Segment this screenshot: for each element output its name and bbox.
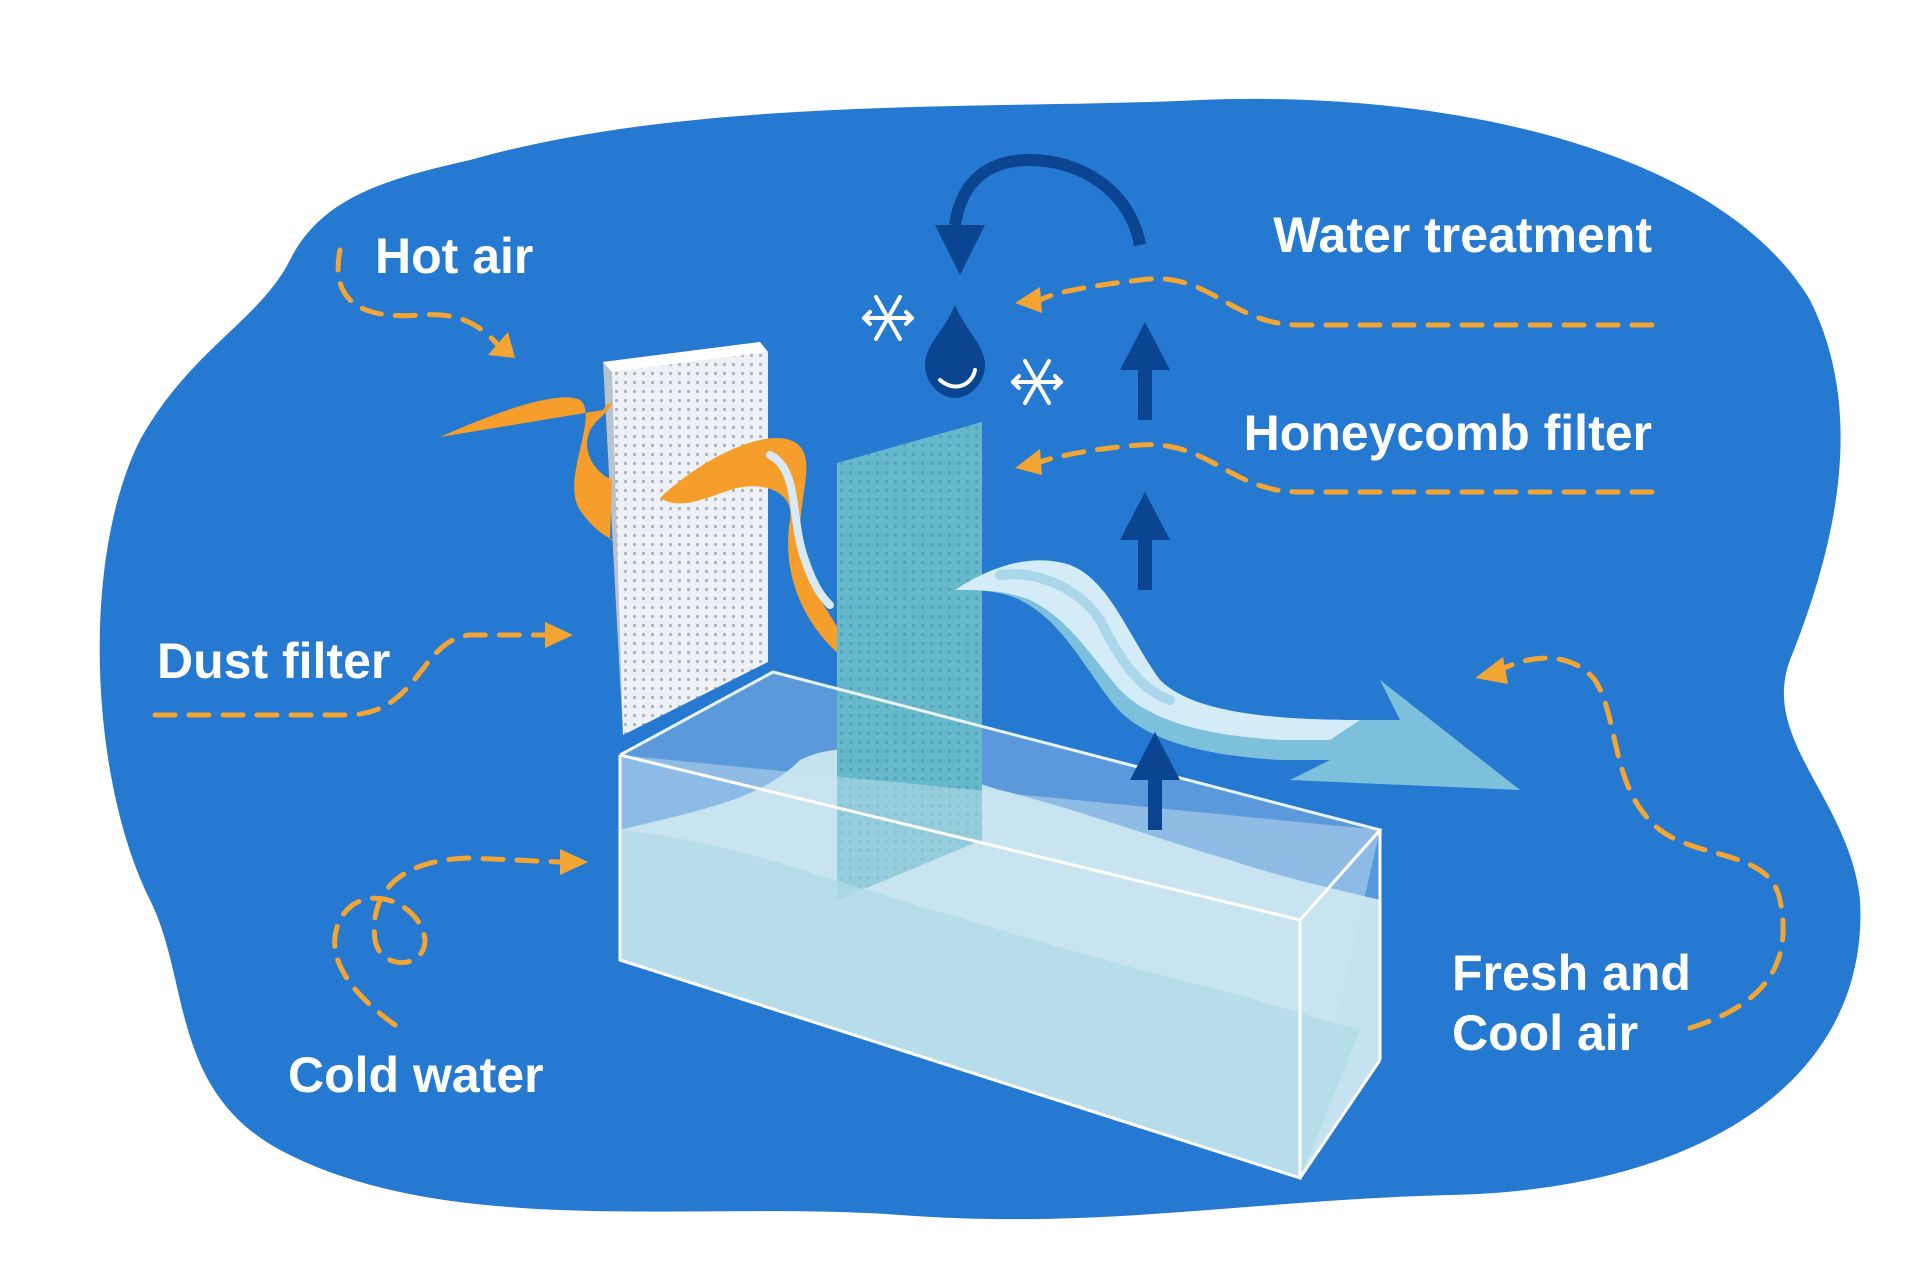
honeycomb-filter-panel (837, 422, 982, 900)
leader-cold-water (332, 849, 588, 1028)
label-dust-filter: Dust filter (157, 633, 390, 689)
dust-filter-panel (603, 342, 768, 735)
leader-dust-filter (152, 622, 573, 718)
arrow-up-icon (1130, 732, 1180, 830)
leader-water-treatment (1015, 276, 1655, 328)
label-honeycomb-filter: Honeycomb filter (1244, 405, 1652, 461)
label-fresh-cool-line1: Fresh and (1452, 945, 1691, 1001)
curved-arrow-icon (935, 153, 1146, 275)
label-cold-water: Cold water (288, 1047, 544, 1103)
water-tank-front (618, 670, 1383, 1181)
leader-honeycomb-filter (1015, 442, 1655, 495)
leader-hot-air (335, 247, 515, 358)
water-drop-icon (925, 305, 985, 398)
arrow-up-icon (1120, 322, 1170, 420)
label-hot-air: Hot air (375, 228, 533, 284)
leader-fresh-cool-air (1475, 655, 1786, 1031)
label-water-treatment: Water treatment (1273, 207, 1652, 263)
snowflake-icon (862, 295, 914, 341)
cool-air-stream (955, 560, 1520, 790)
snowflake-icon (1011, 359, 1063, 405)
arrow-up-icon (1120, 492, 1170, 590)
hot-air-stream (440, 397, 846, 655)
label-fresh-cool-line2: Cool air (1452, 1005, 1638, 1061)
